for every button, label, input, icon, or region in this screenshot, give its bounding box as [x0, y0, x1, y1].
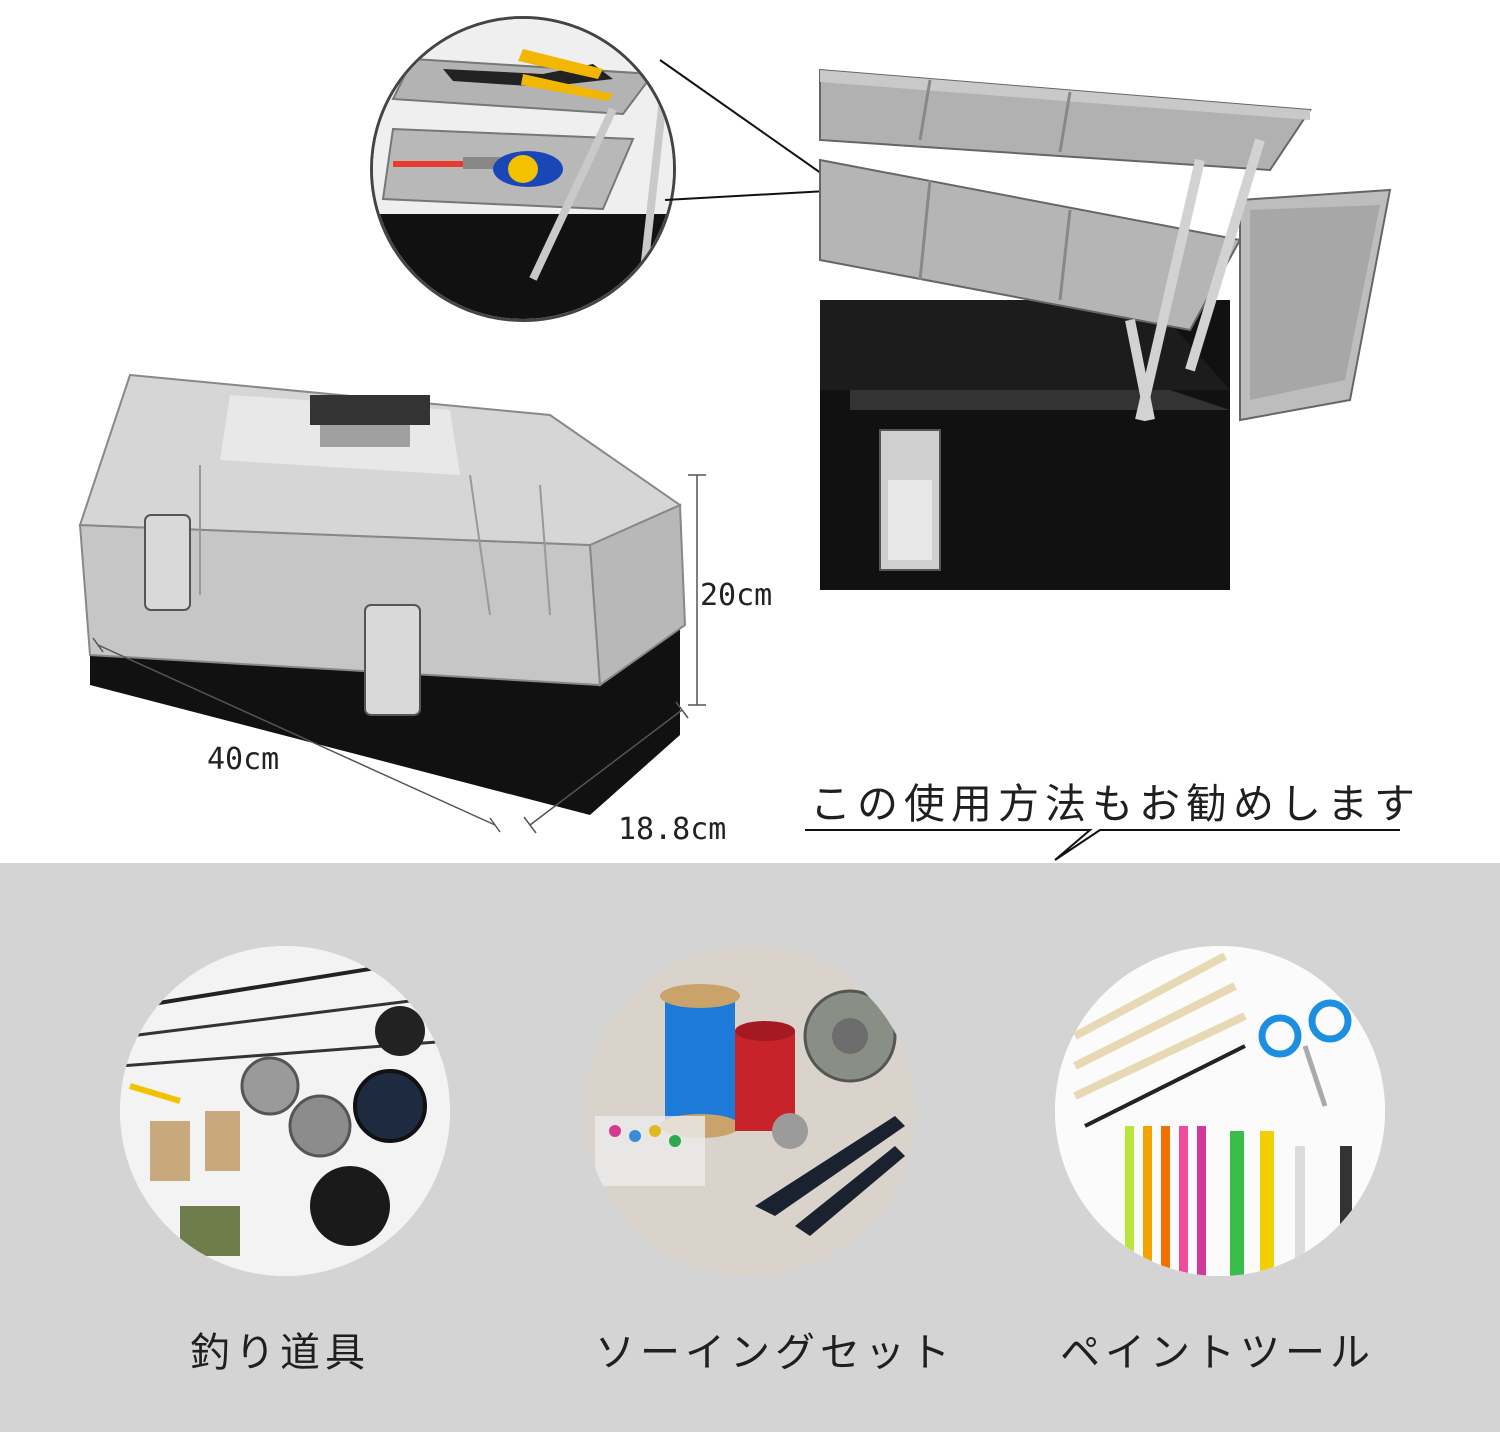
sewing-kit-photo: [585, 946, 915, 1276]
zoom-detail-circle: [370, 16, 676, 322]
zoom-callout-line: [659, 59, 846, 201]
fishing-gear-label: 釣り道具: [190, 1330, 370, 1376]
closed-toolbox-image: [78, 373, 687, 815]
sewing-kit-label: ソーイングセット: [595, 1330, 955, 1376]
fishing-gear-photo: [120, 946, 450, 1276]
width-dimension: 40cm: [207, 742, 280, 777]
recommendation-heading: この使用方法もお勧めします: [810, 780, 1421, 828]
paint-tools-label: ペイントツール: [1060, 1330, 1375, 1376]
paint-tools-photo: [1055, 946, 1385, 1276]
heading-underline: [805, 829, 1400, 861]
height-dimension: 20cm: [700, 578, 773, 613]
open-toolbox-image: [819, 68, 1392, 590]
dimension-lines: [92, 474, 706, 834]
depth-dimension: 18.8cm: [618, 812, 727, 847]
